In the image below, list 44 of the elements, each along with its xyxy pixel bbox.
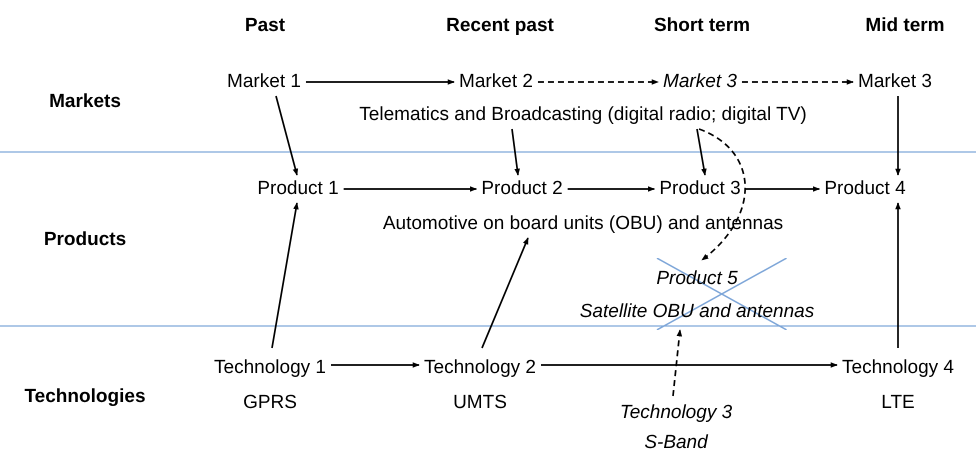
column-header: Short term <box>654 14 750 38</box>
column-header: Past <box>244 14 286 38</box>
column-header: Recent past <box>446 14 554 38</box>
arrow <box>275 96 298 176</box>
node-subtitle: LTE <box>881 391 915 415</box>
arrow <box>344 186 478 192</box>
node-text: Product 3 <box>659 177 741 201</box>
arrow <box>746 186 820 192</box>
node-text: Telematics and Broadcasting (digital radio; digital TV) <box>359 103 807 127</box>
arrow <box>540 362 838 368</box>
column-header: Mid term <box>865 14 945 38</box>
arrow <box>271 202 299 348</box>
arrow <box>895 96 901 176</box>
arrow <box>481 237 529 348</box>
node-subtitle: GPRS <box>243 391 297 415</box>
node-title: Technology 4 <box>842 356 954 380</box>
arrow <box>696 128 707 176</box>
arrow <box>538 79 659 85</box>
node-title: Technology 1 <box>214 356 326 380</box>
node-subtitle: Satellite OBU and antennas <box>580 300 814 324</box>
arrow <box>742 79 854 85</box>
arrow <box>306 79 455 85</box>
arrow <box>568 186 656 192</box>
row-header: Technologies <box>24 385 146 409</box>
node-text: Market 1 <box>227 70 301 94</box>
node-subtitle: S-Band <box>644 431 708 454</box>
node-title: Technology 2 <box>424 356 536 380</box>
node-subtitle: UMTS <box>453 391 507 415</box>
arrow <box>895 202 901 348</box>
arrow <box>511 128 520 176</box>
node-text: Market 2 <box>459 70 533 94</box>
row-header: Products <box>44 228 126 252</box>
node-title: Technology 3 <box>620 401 732 425</box>
arrow <box>672 329 682 396</box>
node-text: Product 1 <box>257 177 339 201</box>
row-header: Markets <box>49 90 121 114</box>
arrow <box>330 362 420 368</box>
node-title: Product 5 <box>656 267 738 291</box>
node-text: Product 2 <box>481 177 563 201</box>
node-text: Market 3 <box>858 70 932 94</box>
node-text: Market 3 <box>663 70 737 94</box>
arrow <box>698 128 746 261</box>
node-text: Product 4 <box>824 177 906 201</box>
node-text: Automotive on board units (OBU) and antennas <box>382 212 784 236</box>
